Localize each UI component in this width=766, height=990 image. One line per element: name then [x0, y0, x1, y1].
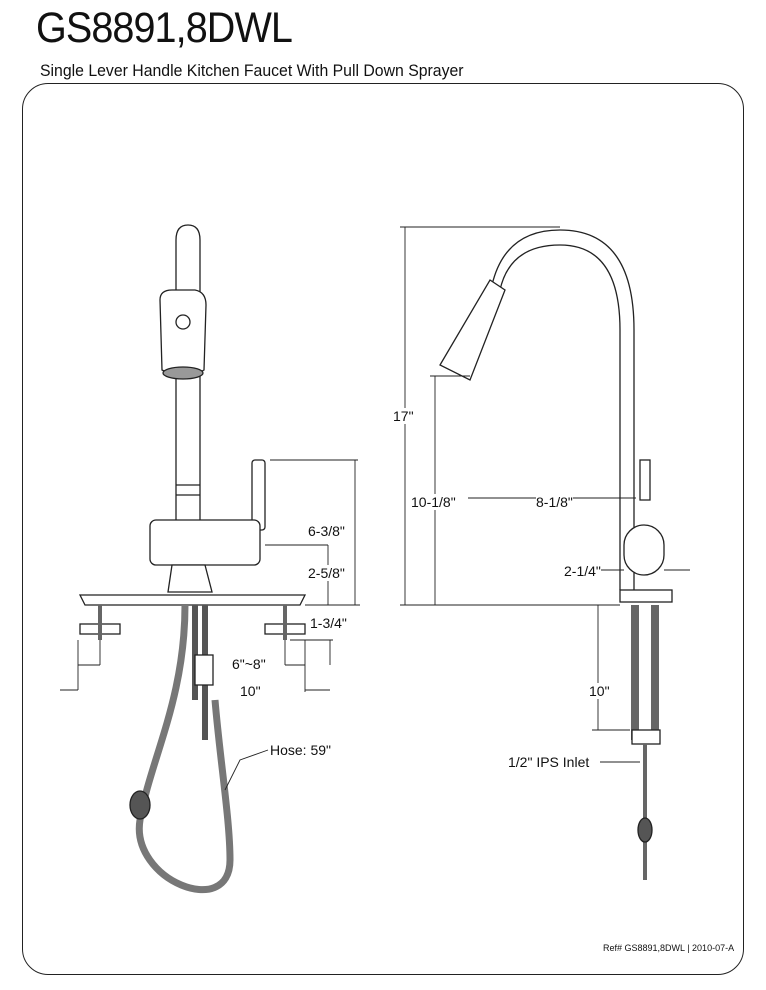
dim-spout-reach: 8-1/8": [536, 494, 573, 510]
dim-handle-height: 6-3/8": [308, 523, 345, 539]
dim-hose-length: Hose: 59": [270, 742, 332, 758]
dim-plate-width: 10": [240, 683, 261, 699]
dim-body-height: 2-5/8": [308, 565, 345, 581]
front-faucet-drawing: [78, 224, 307, 894]
model-title: GS8891,8DWL: [36, 4, 293, 52]
dim-total-height: 17": [393, 408, 414, 424]
dim-bolt-spacing: 6"~8": [232, 656, 266, 672]
dim-mount-depth: 1-3/4": [310, 615, 347, 631]
side-dimension-lines: [400, 226, 690, 763]
front-dimension-lines: [60, 459, 360, 791]
side-faucet-drawing: [439, 229, 673, 880]
drawing-frame: [22, 83, 744, 975]
dim-inlet: 1/2" IPS Inlet: [508, 754, 590, 770]
dim-base-diameter: 2-1/4": [564, 563, 601, 579]
dim-spout-clearance: 10-1/8": [411, 494, 456, 510]
product-description: Single Lever Handle Kitchen Faucet With …: [40, 61, 464, 80]
dim-supply-length: 10": [589, 683, 610, 699]
reference-number: Ref# GS8891,8DWL | 2010-07-A: [603, 943, 735, 953]
